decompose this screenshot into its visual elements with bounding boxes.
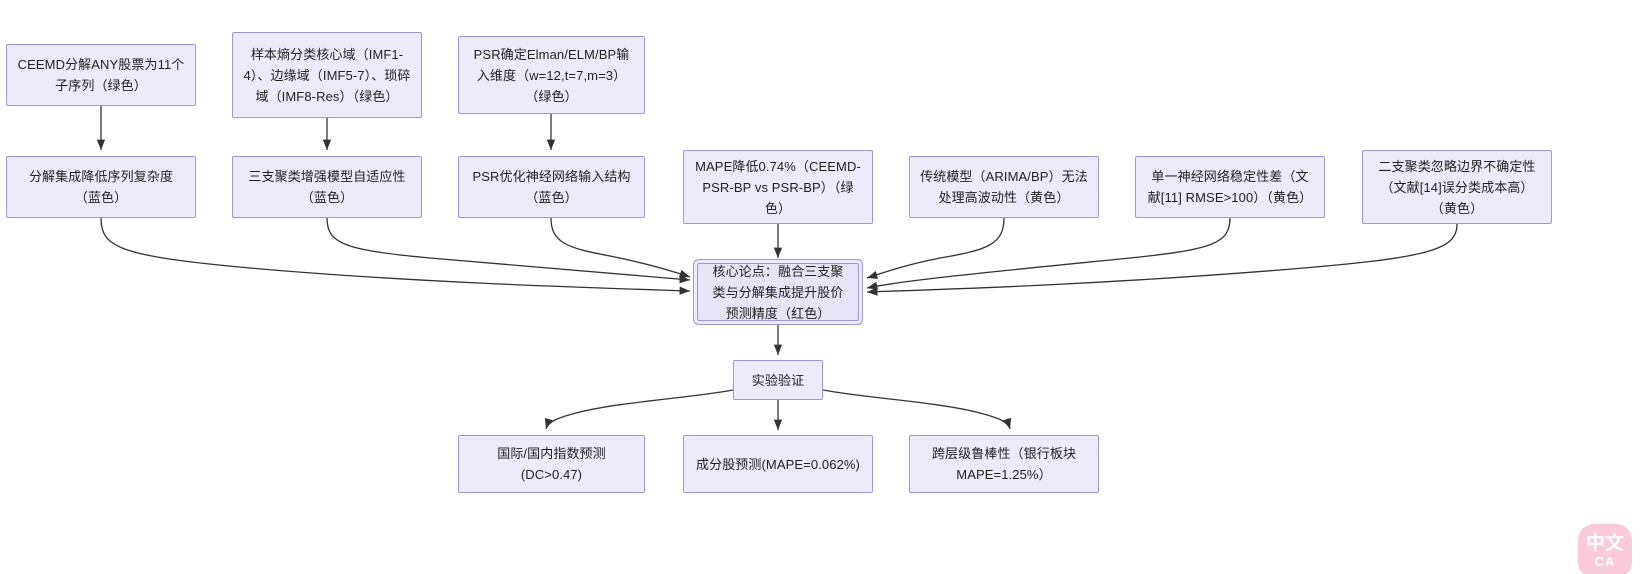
edge-n6-core <box>550 217 691 278</box>
node-experimental-validation[interactable]: 实验验证 <box>733 360 823 400</box>
node-decomposition-reduces-complexity[interactable]: 分解集成降低序列复杂度（蓝色） <box>6 156 196 218</box>
node-label: 分解集成降低序列复杂度（蓝色） <box>28 169 174 205</box>
node-label: 国际/国内指数预测(DC>0.47) <box>497 446 606 482</box>
edge-n5-core <box>326 217 691 284</box>
edge-n10-core <box>866 223 1458 296</box>
node-psr-input-dimension[interactable]: PSR确定Elman/ELM/BP输入维度（w=12,t=7,m=3）（绿色） <box>458 36 645 114</box>
watermark-badge: 中文 CA <box>1578 524 1632 574</box>
node-label: 二支聚类忽略边界不确定性（文献[14]误分类成本高）（黄色） <box>1378 158 1536 216</box>
node-label: 样本熵分类核心域（IMF1-4）、边缘域（IMF5-7）、琐碎域（IMF8-Re… <box>243 46 411 104</box>
node-sample-entropy-classify[interactable]: 样本熵分类核心域（IMF1-4）、边缘域（IMF5-7）、琐碎域（IMF8-Re… <box>232 32 422 118</box>
node-label: CEEMD分解ANY股票为11个子序列（绿色） <box>17 57 185 93</box>
node-single-network-instability[interactable]: 单一神经网络稳定性差（文献[11] RMSE>100）（黄色） <box>1135 156 1325 218</box>
node-label: MAPE降低0.74%（CEEMD-PSR-BP vs PSR-BP）（绿色） <box>695 158 861 216</box>
watermark-line2: CA <box>1594 554 1616 569</box>
node-mape-reduction[interactable]: MAPE降低0.74%（CEEMD-PSR-BP vs PSR-BP）（绿色） <box>683 150 873 224</box>
node-label: 实验验证 <box>751 372 805 388</box>
node-three-way-clustering-adaptivity[interactable]: 三支聚类增强模型自适应性（蓝色） <box>232 156 422 218</box>
node-traditional-model-limitation[interactable]: 传统模型（ARIMA/BP）无法处理高波动性（黄色） <box>909 156 1099 218</box>
node-psr-optimizes-input-structure[interactable]: PSR优化神经网络输入结构（蓝色） <box>458 156 645 218</box>
node-label: PSR确定Elman/ELM/BP输入维度（w=12,t=7,m=3）（绿色） <box>473 46 630 104</box>
edge-n11-n12 <box>544 389 734 430</box>
edge-n4-core <box>100 217 691 295</box>
edge-n11-n14 <box>822 389 1012 430</box>
node-constituent-stock-forecast[interactable]: 成分股预测(MAPE=0.062%) <box>683 435 873 493</box>
node-two-way-clustering-limitation[interactable]: 二支聚类忽略边界不确定性（文献[14]误分类成本高）（黄色） <box>1362 150 1552 224</box>
node-label: 跨层级鲁棒性（银行板块MAPE=1.25%） <box>931 446 1077 482</box>
node-label: 三支聚类增强模型自适应性（蓝色） <box>248 169 406 205</box>
node-index-forecast[interactable]: 国际/国内指数预测(DC>0.47) <box>458 435 645 493</box>
node-label: 成分股预测(MAPE=0.062%) <box>696 456 860 472</box>
node-label: 核心论点：融合三支聚类与分解集成提升股价预测精度（红色） <box>712 263 844 321</box>
edge-n9-core <box>866 217 1231 290</box>
node-cross-level-robustness[interactable]: 跨层级鲁棒性（银行板块MAPE=1.25%） <box>909 435 1099 493</box>
edge-n8-core <box>866 217 1005 279</box>
node-ceemd-decompose[interactable]: CEEMD分解ANY股票为11个子序列（绿色） <box>6 44 196 106</box>
node-core-thesis[interactable]: 核心论点：融合三支聚类与分解集成提升股价预测精度（红色） <box>697 263 859 321</box>
node-label: 传统模型（ARIMA/BP）无法处理高波动性（黄色） <box>920 169 1088 205</box>
watermark-line1: 中文 <box>1585 533 1624 554</box>
node-label: 单一神经网络稳定性差（文献[11] RMSE>100）（黄色） <box>1147 169 1313 205</box>
node-label: PSR优化神经网络输入结构（蓝色） <box>472 169 631 205</box>
